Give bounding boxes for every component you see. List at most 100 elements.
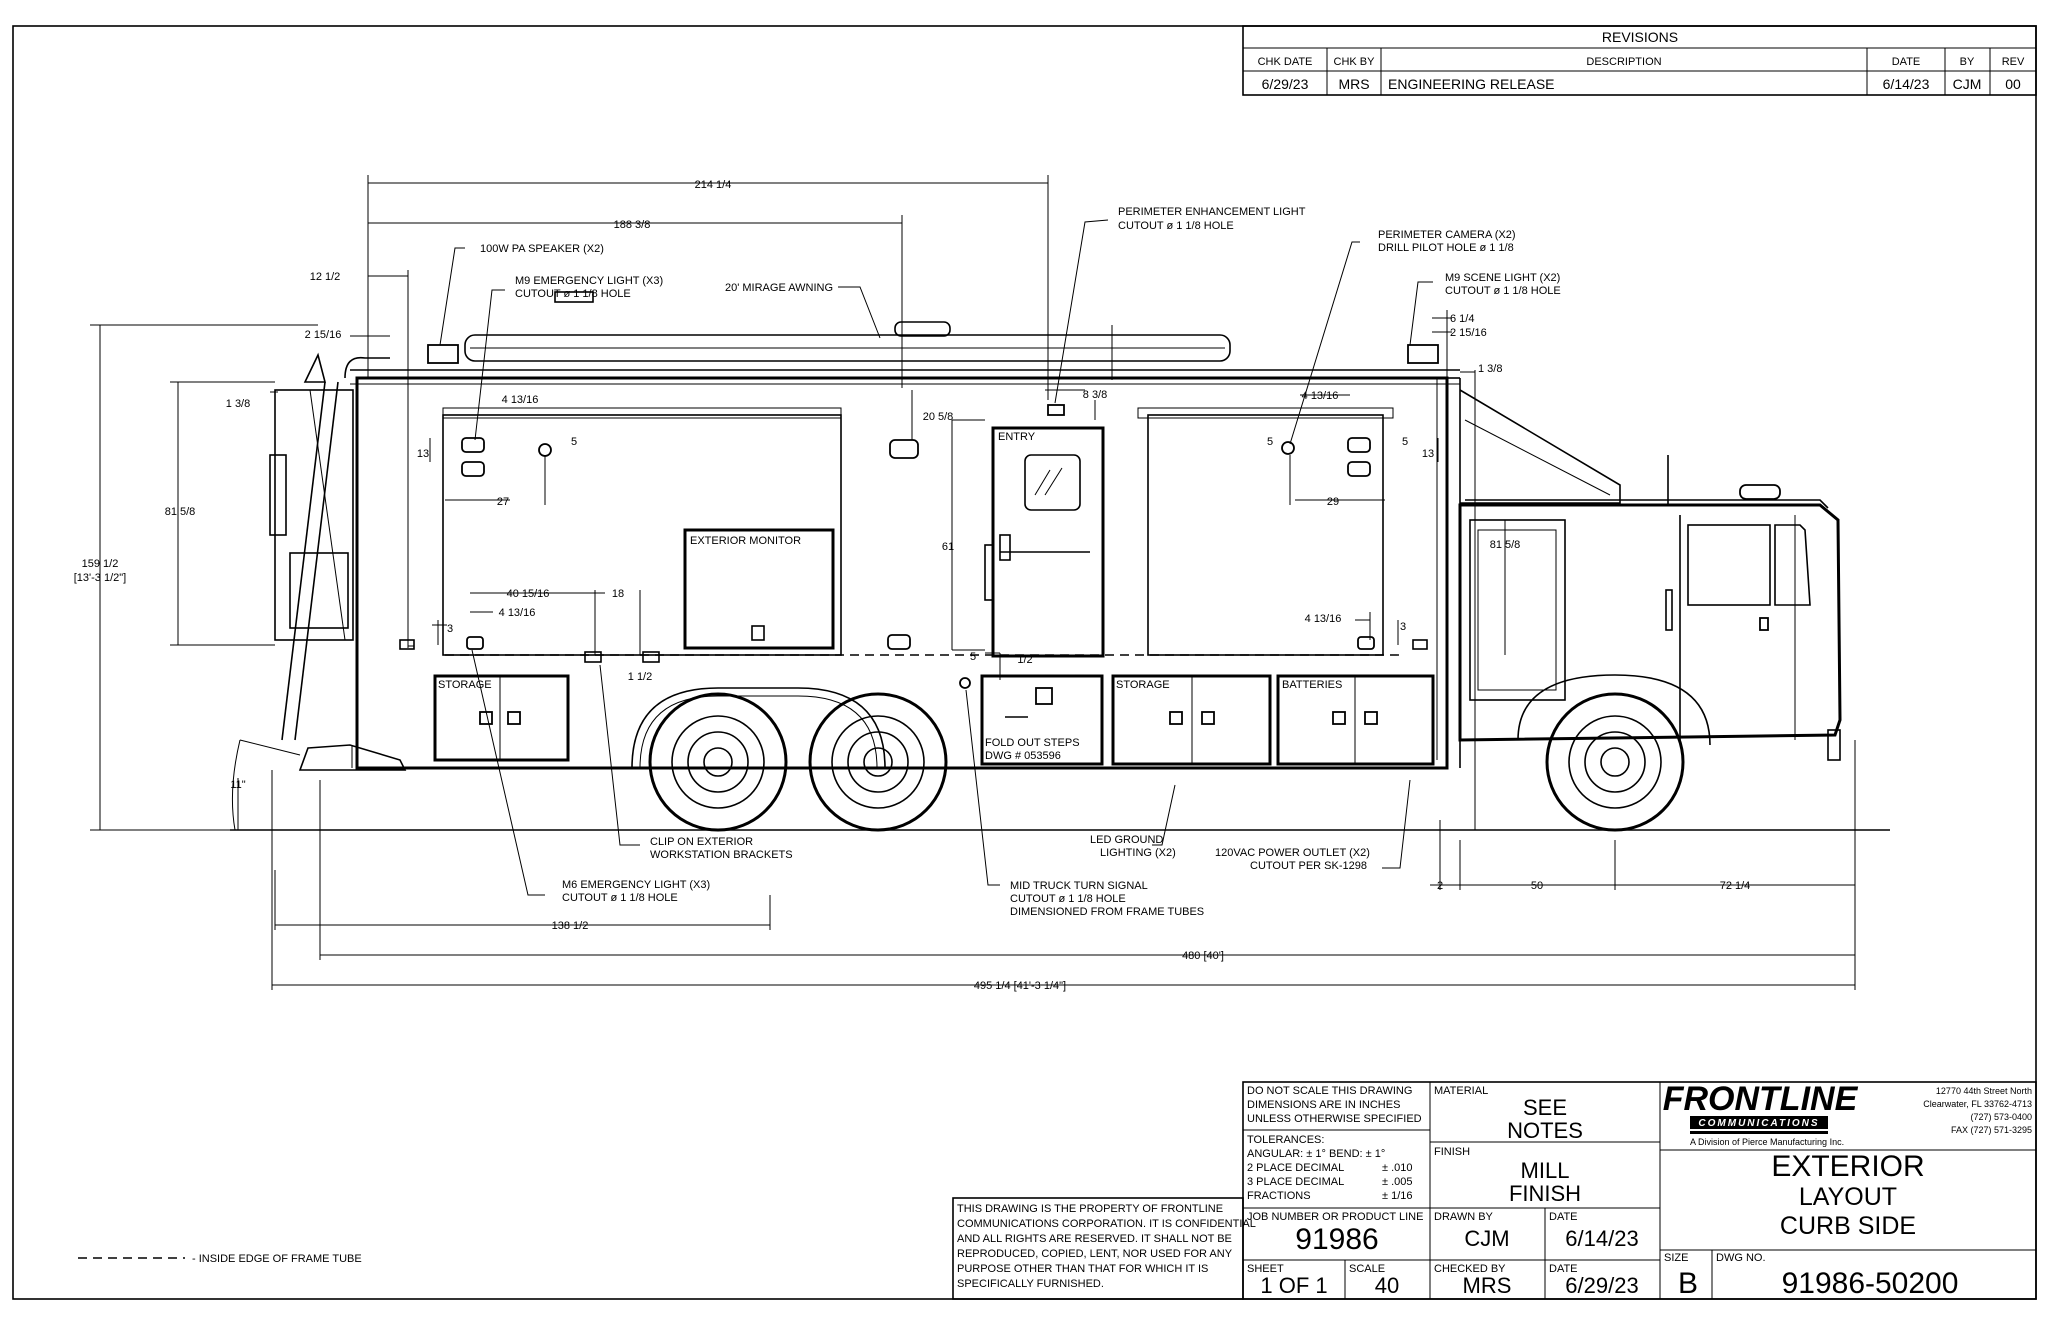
dim-61: 61 [942,541,954,553]
callout-outlet-1: 120VAC POWER OUTLET (X2) [1215,847,1370,859]
property-line-5: PURPOSE OTHER THAN THAT FOR WHICH IT IS [957,1263,1208,1275]
dim-13-left: 13 [417,448,429,460]
callout-perimeter-light-2: CUTOUT ø 1 1/8 HOLE [1118,220,1234,232]
dim-188: 188 3/8 [614,219,651,231]
rear-ladder-area [274,389,354,641]
awning-arm [1459,389,1621,504]
front-wheel [1545,692,1685,832]
tb-date-1: 6/14/23 [1565,1226,1638,1251]
tb-size-label: SIZE [1664,1252,1688,1264]
dim-40: 40 15/16 [507,588,550,600]
dim-495: 495 1/4 [41'-3 1/4"] [974,980,1066,992]
property-notice: THIS DRAWING IS THE PROPERTY OF FRONTLIN… [952,1197,1256,1300]
rev-cell-chk-date: 6/29/23 [1262,76,1309,92]
scene-light-right-1 [1347,437,1371,453]
tb-tol-fractions: FRACTIONS [1247,1190,1311,1202]
rev-header-by: BY [1960,56,1975,68]
cab-windshield [1774,524,1811,606]
tb-scale-label: SCALE [1349,1263,1385,1275]
tb-job: 91986 [1295,1223,1378,1256]
callout-scene-2: CUTOUT ø 1 1/8 HOLE [1445,285,1561,297]
entry-door [991,426,1105,658]
dim-81-right: 81 5/8 [1490,539,1521,551]
callout-storage-right: STORAGE [1116,679,1170,691]
callout-awning: 20' MIRAGE AWNING [725,282,833,294]
callout-labels: 100W PA SPEAKER (X2) M9 EMERGENCY LIGHT … [438,206,1561,918]
tb-material-2: NOTES [1507,1118,1583,1143]
dim-4-13-16-d: 4 13/16 [1305,613,1342,625]
dim-2-15-16-left: 2 15/16 [305,329,342,341]
dim-3-right: 3 [1400,621,1406,633]
rev-cell-description: ENGINEERING RELEASE [1388,76,1555,92]
truck-side-view [230,291,1890,832]
dim-8: 8 3/8 [1083,389,1107,401]
fold-out-steps [980,674,1104,766]
legend-frame-tube: - INSIDE EDGE OF FRAME TUBE [192,1253,362,1265]
dim-29: 29 [1327,496,1339,508]
dim-5-b: 5 [970,651,976,663]
rev-cell-by: CJM [1953,76,1982,92]
dim-138: 138 1/2 [552,920,589,932]
m9-light-left-2 [461,461,485,477]
callout-m9-emergency-2: CUTOUT ø 1 1/8 HOLE [515,288,631,300]
tb-sheet-label: SHEET [1247,1263,1284,1275]
revisions-title: REVISIONS [1602,29,1678,45]
callout-entry: ENTRY [998,431,1036,443]
tb-address-1: 12770 44th Street North [1936,1086,2032,1096]
tb-scale: 40 [1375,1273,1399,1298]
callout-batteries: BATTERIES [1282,679,1342,691]
tb-title-1: EXTERIOR [1771,1150,1924,1183]
tb-date-label-1: DATE [1549,1211,1578,1223]
entry-window [1024,454,1081,511]
m6-light-mid [887,634,911,650]
tb-company-logo: FRONTLINE [1663,1080,1859,1118]
property-line-6: SPECIFICALLY FURNISHED. [957,1278,1104,1290]
tb-date-2: 6/29/23 [1565,1273,1638,1298]
revisions-table: REVISIONS CHK DATE CHK BY DESCRIPTION DA… [1242,25,2037,96]
dim-2: 2 [1437,880,1443,892]
tb-finish-1: MILL [1521,1158,1570,1183]
legend: - INSIDE EDGE OF FRAME TUBE [78,1253,362,1265]
dim-12: 12 1/2 [310,271,341,283]
rev-cell-chk-by: MRS [1338,76,1369,92]
tb-logo-bar [1690,1116,1828,1129]
dim-4-13-16-a: 4 13/16 [502,394,539,406]
tb-drawn-label: DRAWN BY [1434,1211,1494,1223]
rev-header-rev: REV [2002,56,2025,68]
callout-pa-speaker: 100W PA SPEAKER (X2) [480,243,604,255]
pa-speaker-right [1407,344,1439,364]
tb-date-label-2: DATE [1549,1263,1578,1275]
dim-1-3-8-left: 1 3/8 [226,398,250,410]
scene-light-right-2 [1347,461,1371,477]
callout-fold-steps-2: DWG # 053596 [985,750,1061,762]
tb-dwg-label: DWG NO. [1716,1252,1766,1264]
tb-company-sub: COMMUNICATIONS [1698,1118,1819,1129]
tb-drawn: CJM [1464,1226,1509,1251]
m6-light-left [466,636,484,650]
dim-5-a: 5 [571,436,577,448]
tb-checked-label: CHECKED BY [1434,1263,1506,1275]
callout-perimeter-light-1: PERIMETER ENHANCEMENT LIGHT [1118,206,1306,218]
rev-header-date: DATE [1892,56,1921,68]
dimension-lines [90,175,1856,990]
exterior-monitor [683,528,835,650]
rev-cell-rev: 00 [2005,76,2021,92]
cab-rear-door [1469,519,1566,701]
dim-13-right: 13 [1422,448,1434,460]
dim-1-1-2: 1 1/2 [628,671,652,683]
callout-led-2: LIGHTING (X2) [1100,847,1176,859]
dim-159-feet: [13'-3 1/2"] [74,572,126,584]
m9-light-mid [889,439,919,459]
callout-clip-2: WORKSTATION BRACKETS [650,849,793,861]
dim-159: 159 1/2 [82,558,119,570]
callout-turn-2: CUTOUT ø 1 1/8 HOLE [1010,893,1126,905]
tb-tol-fractions-value: ± 1/16 [1382,1190,1413,1202]
dim-480: 480 [40'] [1182,950,1224,962]
dim-214: 214 1/4 [695,179,732,191]
camera-right [1281,441,1295,455]
tb-address-4: FAX (727) 571-3295 [1951,1125,2032,1135]
tb-job-label: JOB NUMBER OR PRODUCT LINE [1247,1211,1423,1223]
dim-4-13-16-c: 4 13/16 [1302,390,1339,402]
property-line-4: REPRODUCED, COPIED, LENT, NOR USED FOR A… [957,1248,1233,1260]
